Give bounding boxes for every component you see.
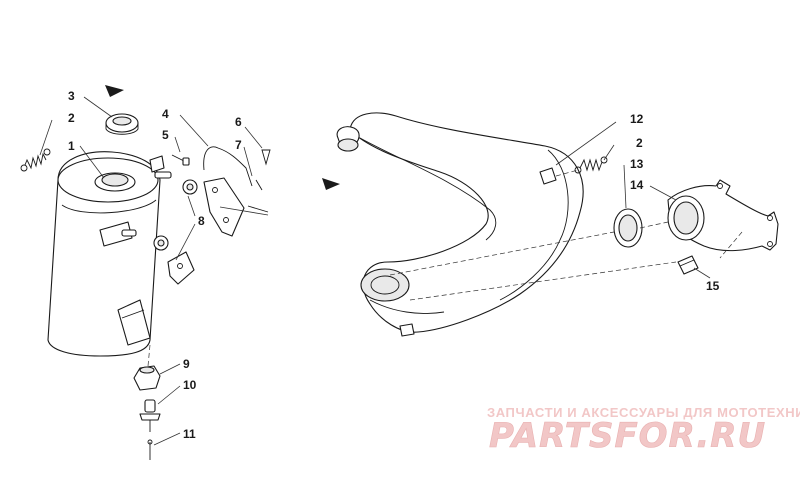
callout-15: 15 (706, 279, 720, 293)
retaining-wire (203, 146, 253, 187)
cotter-pin (147, 439, 153, 460)
bolt-small (171, 154, 190, 166)
mount-bolt (139, 399, 161, 432)
callout-8: 8 (198, 214, 205, 228)
callout-2a: 2 (68, 111, 75, 125)
rubber-dampers (153, 179, 198, 251)
direction-arrow-left (105, 85, 124, 97)
grommet-top (105, 113, 139, 135)
callout-labels: 1 2 3 4 5 6 7 8 9 10 11 12 2 13 14 15 (68, 89, 720, 441)
callout-3: 3 (68, 89, 75, 103)
spring-right (574, 156, 608, 174)
rubber-mount (133, 365, 161, 391)
watermark-tagline: ЗАПЧАСТИ И АКСЕССУАРЫ ДЛЯ МОТОТЕХНИКИ (487, 405, 800, 420)
callout-5: 5 (162, 128, 169, 142)
spring-clip (219, 149, 271, 216)
callout-6: 6 (235, 115, 242, 129)
callout-9: 9 (183, 357, 190, 371)
spring-left (20, 148, 51, 172)
spring-clip-lower (677, 255, 699, 275)
leaders-left (39, 96, 263, 446)
callout-4: 4 (162, 107, 169, 121)
callout-14: 14 (630, 178, 644, 192)
callout-10: 10 (183, 378, 197, 392)
direction-arrow-right (322, 178, 340, 190)
callout-2b: 2 (636, 136, 643, 150)
muffler-studs (121, 171, 172, 237)
exhaust-gasket (613, 208, 643, 248)
callout-13: 13 (630, 157, 644, 171)
muffler-canister (47, 151, 165, 357)
exhaust-flange-pipe (667, 179, 779, 252)
callout-7: 7 (235, 138, 242, 152)
exhaust-header (336, 112, 584, 337)
callout-12: 12 (630, 112, 644, 126)
callout-1: 1 (68, 139, 75, 153)
watermark: ЗАПЧАСТИ И АКСЕССУАРЫ ДЛЯ МОТОТЕХНИКИ PA… (487, 405, 800, 456)
watermark-logo: PARTSFOR.RU (489, 416, 766, 456)
leaders-right (389, 121, 743, 301)
bracket-plate (167, 177, 245, 285)
callout-11: 11 (183, 427, 196, 441)
